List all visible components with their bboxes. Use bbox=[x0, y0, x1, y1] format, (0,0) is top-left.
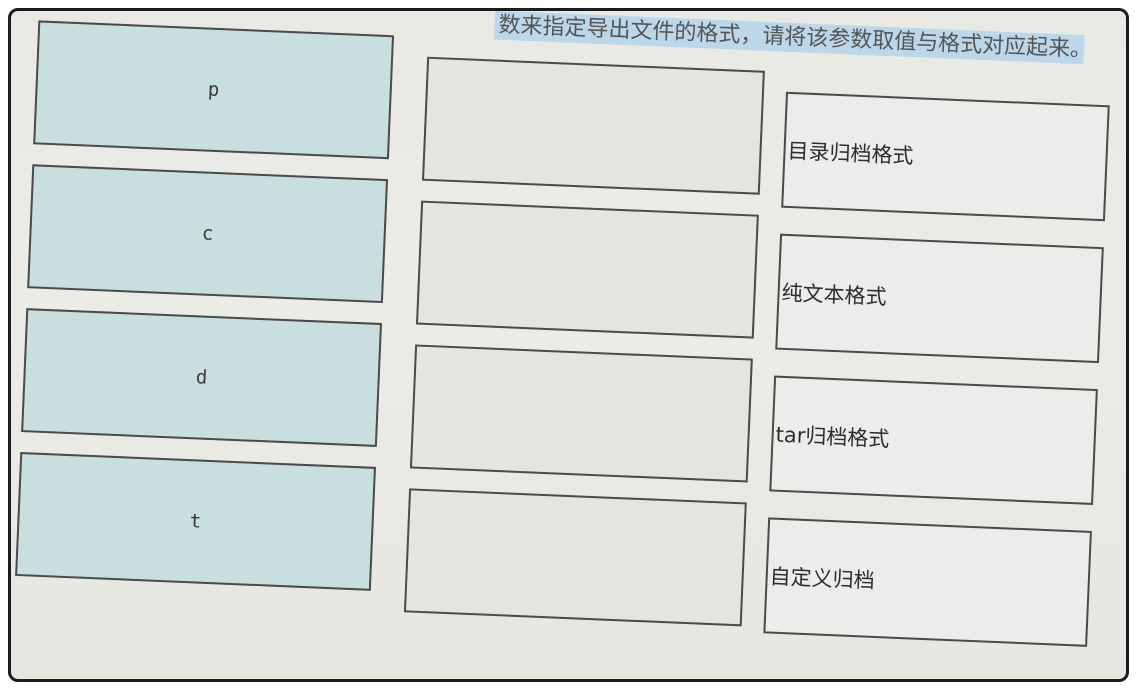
option-label: c bbox=[201, 222, 214, 245]
screen-frame: 数来指定导出文件的格式，请将该参数取值与格式对应起来。 p c d t 目录归档… bbox=[8, 8, 1129, 682]
format-label: 自定义归档 bbox=[769, 564, 876, 593]
option-label: d bbox=[195, 366, 208, 389]
option-t[interactable]: t bbox=[15, 452, 376, 591]
format-directory-archive: 目录归档格式 bbox=[781, 91, 1110, 222]
format-plain-text: 纯文本格式 bbox=[775, 233, 1104, 364]
format-label: 目录归档格式 bbox=[787, 138, 914, 169]
drop-slot-4[interactable] bbox=[403, 488, 747, 627]
option-label: t bbox=[189, 510, 202, 533]
option-d[interactable]: d bbox=[21, 308, 383, 447]
drop-slot-1[interactable] bbox=[422, 56, 765, 195]
option-label: p bbox=[207, 78, 220, 102]
format-label: tar归档格式 bbox=[775, 422, 890, 452]
format-label: 纯文本格式 bbox=[781, 280, 888, 310]
matching-question: 数来指定导出文件的格式，请将该参数取值与格式对应起来。 p c d t 目录归档… bbox=[11, 11, 1126, 679]
format-tar-archive: tar归档格式 bbox=[769, 375, 1098, 505]
drop-slot-3[interactable] bbox=[409, 344, 753, 483]
option-p[interactable]: p bbox=[33, 20, 395, 160]
option-c[interactable]: c bbox=[27, 164, 389, 304]
highlighted-text: 数来指定导出文件的格式，请将该参数取值与格式对应起来。 bbox=[493, 11, 1085, 65]
format-custom-archive: 自定义归档 bbox=[763, 517, 1092, 647]
drop-slot-2[interactable] bbox=[415, 200, 759, 339]
